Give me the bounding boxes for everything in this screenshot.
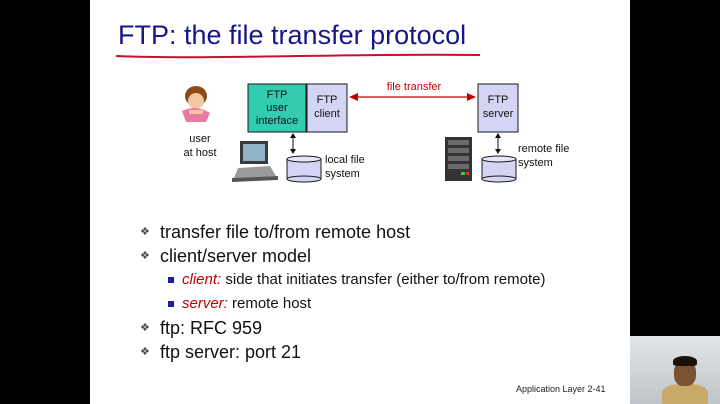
local-fs-label-line1: local file [325, 154, 365, 166]
diamond-bullet-icon: ❖ [140, 226, 150, 238]
server-tower-icon [445, 137, 472, 181]
title-underline [115, 53, 481, 59]
presenter-hair [673, 356, 697, 366]
bullet-text: transfer file to/from remote host [160, 222, 411, 242]
user-label-line1: user [189, 133, 211, 145]
diamond-bullet-icon: ❖ [140, 346, 150, 358]
bullet-item: ❖ ftp server: port 21 [140, 340, 545, 364]
bullet-item: ❖ client/server model [140, 244, 545, 268]
bullet-item: ❖ ftp: RFC 959 [140, 316, 545, 340]
sub-bullet-term: client: [182, 271, 222, 288]
sub-bullet-item: client: side that initiates transfer (ei… [140, 268, 545, 292]
remote-fs-arrowhead-up [495, 133, 501, 138]
local-fs-label-line2: system [325, 168, 360, 180]
remote-fs-label-line2: system [518, 157, 553, 169]
ftp-client-box [306, 83, 348, 133]
ftp-server-box [477, 83, 519, 133]
bullet-text: ftp: RFC 959 [160, 318, 263, 338]
local-file-system-icon [286, 155, 322, 183]
slide: FTP: the file transfer protocol user at … [90, 0, 630, 404]
host-computer-icon [232, 141, 278, 182]
sub-bullet-text: remote host [227, 295, 312, 312]
client-box-line2: client [314, 108, 340, 120]
server-box-line2: server [483, 108, 514, 120]
client-box-line1: FTP [317, 94, 338, 106]
presenter-head [674, 360, 696, 386]
slide-footer: Application Layer 2-41 [516, 384, 606, 394]
transfer-arrowhead-right [467, 93, 476, 101]
slide-title: FTP: the file transfer protocol [118, 20, 467, 50]
bullet-list: ❖ transfer file to/from remote host ❖ cl… [140, 220, 545, 364]
ftp-user-interface-box [247, 83, 307, 133]
square-bullet-icon [168, 301, 174, 307]
bullet-item: ❖ transfer file to/from remote host [140, 220, 545, 244]
bullet-text: ftp server: port 21 [160, 342, 302, 362]
local-fs-arrowhead-up [290, 133, 296, 138]
bullet-text: client/server model [160, 246, 312, 266]
transfer-arrowhead-left [349, 93, 358, 101]
remote-file-system-icon [481, 155, 517, 183]
user-icon [182, 86, 210, 122]
ui-box-line1: FTP [267, 89, 288, 101]
ui-box-line3: interface [256, 115, 298, 127]
presenter-shoulders [662, 384, 708, 404]
sub-bullet-text: side that initiates transfer (either to/… [221, 271, 546, 288]
user-label-line2: at host [183, 147, 216, 159]
diamond-bullet-icon: ❖ [140, 322, 150, 334]
diamond-bullet-icon: ❖ [140, 250, 150, 262]
presenter-webcam [630, 336, 720, 404]
remote-fs-arrowhead-down [495, 149, 501, 154]
file-transfer-label: file transfer [387, 81, 442, 93]
server-box-line1: FTP [488, 94, 509, 106]
remote-fs-label-line1: remote file [518, 143, 569, 155]
sub-bullet-term: server: [182, 295, 228, 312]
local-fs-arrowhead-down [290, 149, 296, 154]
ftp-diagram: user at host FTP user interface FTP clie… [115, 53, 569, 183]
ui-box-line2: user [266, 102, 288, 114]
sub-bullet-item: server: remote host [140, 292, 545, 316]
square-bullet-icon [168, 277, 174, 283]
